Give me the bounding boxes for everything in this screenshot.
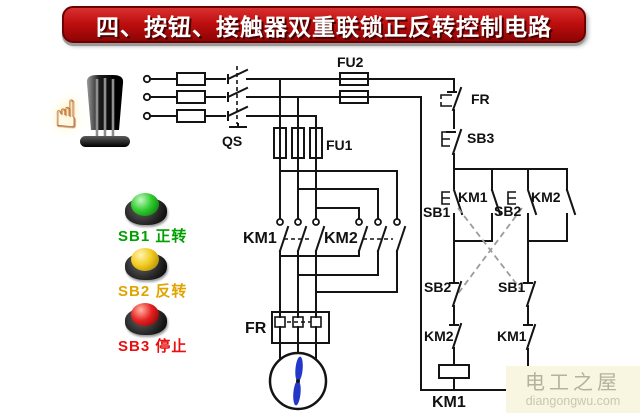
km2-feed-wires xyxy=(279,170,398,220)
motor-symbol xyxy=(268,351,328,411)
km1-nc-contact xyxy=(523,323,537,367)
sb3-red-button xyxy=(131,303,159,326)
fr-nc-contact xyxy=(440,78,463,129)
watermark-domain: diangongwu.com xyxy=(525,393,621,408)
sb1-green-button xyxy=(131,193,159,216)
sb1-no-button xyxy=(441,168,464,242)
supply-lines xyxy=(142,72,226,123)
label-km1-coil: KM1 xyxy=(432,394,466,411)
km2-nc-contact xyxy=(449,322,463,366)
sb1-nc-contact xyxy=(523,240,537,324)
label-fr-contact: FR xyxy=(471,91,490,107)
output-merge-wires xyxy=(279,250,398,318)
sb3-legend-label: SB3 停止 xyxy=(118,338,188,355)
label-fr-heater: FR xyxy=(245,320,267,337)
fu2-fuses xyxy=(339,72,369,104)
label-sb3: SB3 xyxy=(467,130,494,146)
km1-main-contacts xyxy=(276,218,326,253)
control-left-rail xyxy=(420,96,508,391)
power-source-icon xyxy=(80,75,130,147)
km1-coil xyxy=(438,364,470,391)
km1-aux-contact xyxy=(453,168,502,242)
fr-heater-symbol xyxy=(271,311,330,361)
label-sb2-no: SB2 xyxy=(494,203,521,219)
watermark-site-name: 电工之屋 xyxy=(525,371,621,394)
label-km1-main: KM1 xyxy=(243,230,277,247)
qs-switch-symbol xyxy=(226,66,249,128)
interlock-dashed-links xyxy=(456,207,526,296)
sb2-yellow-button xyxy=(131,248,159,271)
label-fu1: FU1 xyxy=(326,137,353,153)
label-km1-nc: KM1 xyxy=(497,328,527,344)
sb2-no-button xyxy=(507,168,538,242)
label-qs: QS xyxy=(222,133,242,149)
sb3-nc-button xyxy=(441,128,463,170)
label-sb1-no: SB1 xyxy=(423,204,450,220)
fu1-fuses xyxy=(273,78,323,220)
label-fu2: FU2 xyxy=(337,54,364,70)
km2-aux-contact xyxy=(527,168,577,242)
label-sb2-nc: SB2 xyxy=(424,279,451,295)
pointing-hand-icon: ☝ xyxy=(54,94,78,136)
title-banner: 四、按钮、接触器双重联锁正反转控制电路 xyxy=(62,6,586,43)
phase-row-wires xyxy=(246,78,455,117)
label-km2-aux: KM2 xyxy=(531,189,561,205)
sb1-legend-label: SB1 正转 xyxy=(118,228,188,245)
label-km2-main: KM2 xyxy=(324,230,358,247)
label-km2-nc: KM2 xyxy=(424,328,454,344)
sb2-nc-contact xyxy=(449,240,463,324)
label-sb1-nc: SB1 xyxy=(498,279,525,295)
label-km1-aux: KM1 xyxy=(458,189,488,205)
watermark: 电工之屋 diangongwu.com xyxy=(506,366,640,413)
km2-main-contacts xyxy=(355,218,407,253)
page-title: 四、按钮、接触器双重联锁正反转控制电路 xyxy=(96,13,552,40)
sb2-legend-label: SB2 反转 xyxy=(118,283,188,300)
